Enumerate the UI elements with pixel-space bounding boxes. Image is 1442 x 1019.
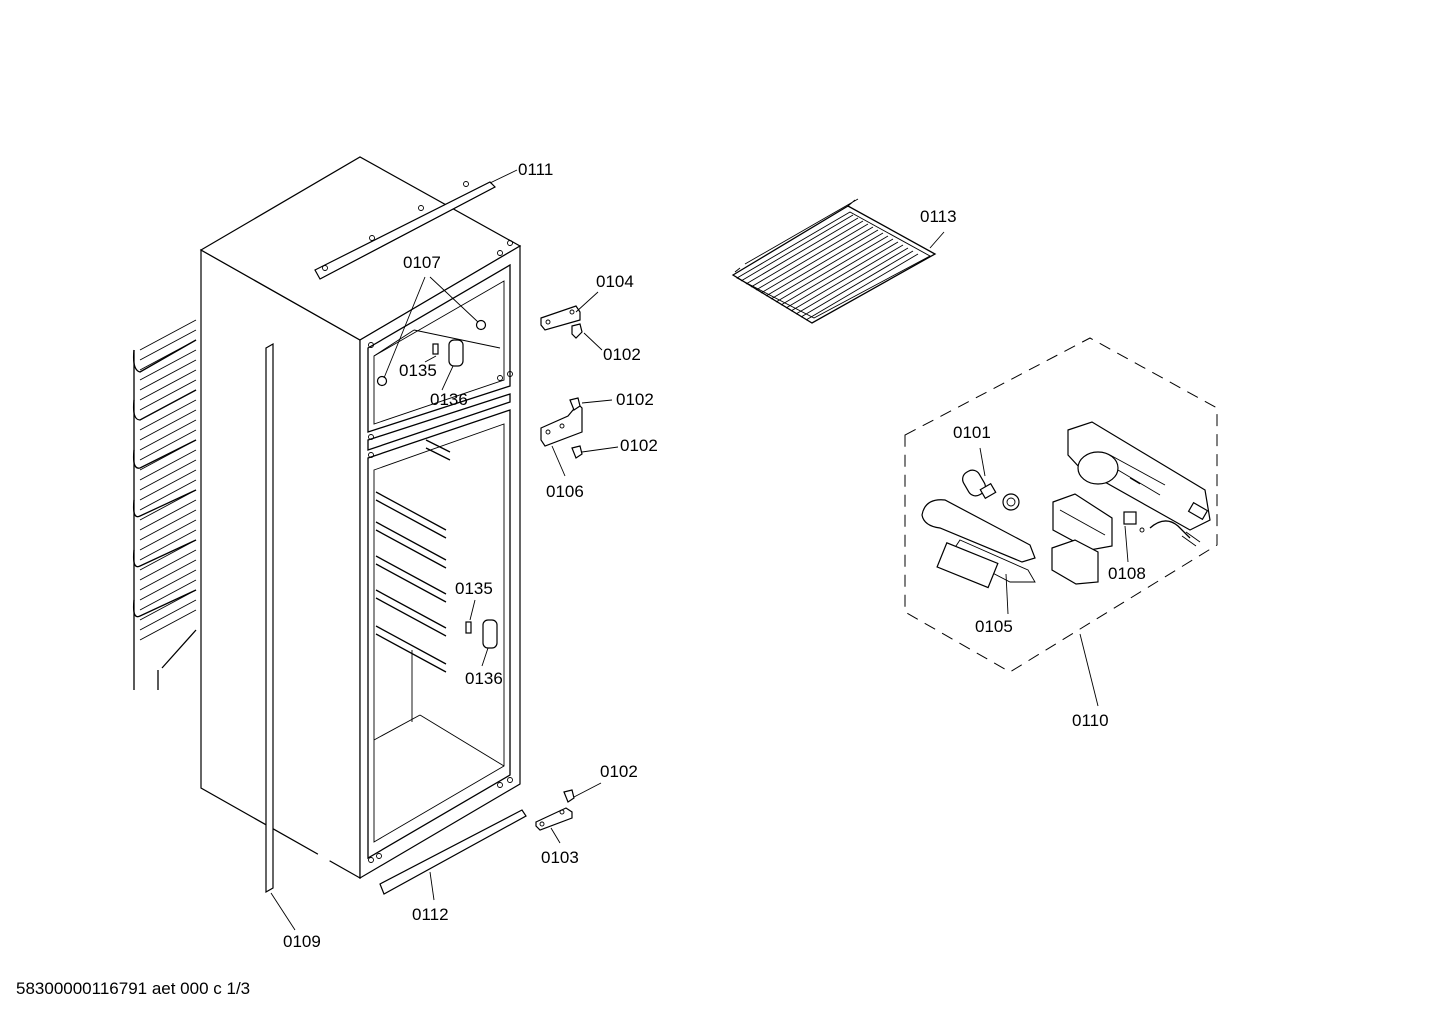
- callout-0110: 0110: [1072, 711, 1109, 730]
- callout-labels: 0111 0113 0107 0104 0102 0102 0102 0106 …: [283, 160, 1146, 951]
- callout-0102-b: 0102: [616, 390, 654, 409]
- callout-0135-b: 0135: [455, 579, 493, 598]
- callout-0106: 0106: [546, 482, 584, 501]
- hinge-middle: [540, 397, 583, 459]
- callout-0136-b: 0136: [465, 669, 503, 688]
- callout-0102-c: 0102: [620, 436, 658, 455]
- document-id-footer: 58300000116791 aet 000 c 1/3: [16, 979, 251, 998]
- cabinet-components: [376, 319, 498, 649]
- hinge-bottom: [535, 789, 575, 831]
- callout-0103: 0103: [541, 848, 579, 867]
- callout-0108: 0108: [1108, 564, 1146, 583]
- callout-0107: 0107: [403, 253, 441, 272]
- callout-0102-a: 0102: [603, 345, 641, 364]
- control-assembly: [904, 337, 1218, 673]
- callout-0111: 0111: [518, 160, 553, 179]
- leader-lines: [270, 169, 1129, 931]
- top-rail: [314, 181, 497, 280]
- cabinet-body: [199, 156, 522, 880]
- callout-0112: 0112: [412, 905, 449, 924]
- callout-0104: 0104: [596, 272, 634, 291]
- wire-shelf: [731, 198, 937, 324]
- shelf-supports: [375, 439, 451, 673]
- callout-0113: 0113: [920, 207, 957, 226]
- condenser-coil: [132, 319, 197, 690]
- bottom-strip: [379, 809, 527, 895]
- callout-0105: 0105: [975, 617, 1013, 636]
- gasket-strip: [265, 342, 274, 894]
- callout-0109: 0109: [283, 932, 321, 951]
- callout-0135-a: 0135: [399, 361, 437, 380]
- callout-0102-d: 0102: [600, 762, 638, 781]
- callout-0101: 0101: [953, 423, 991, 442]
- callout-0136-a: 0136: [430, 390, 468, 409]
- hinge-top: [540, 305, 583, 339]
